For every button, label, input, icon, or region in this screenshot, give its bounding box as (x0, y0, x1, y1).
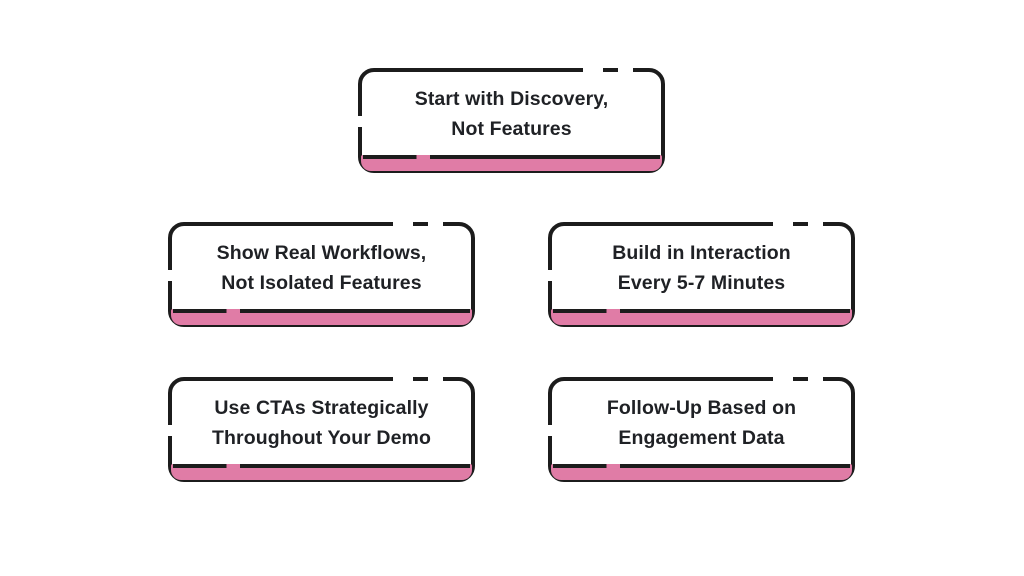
accent-bar (171, 309, 472, 325)
card-text-line: Start with Discovery, (414, 87, 609, 110)
card-text-line: Engagement Data (618, 426, 785, 449)
border-dash-gap (168, 270, 172, 281)
card-text-line: Throughout Your Demo (211, 426, 431, 449)
card-start-with-discovery: Start with Discovery, Not Features (358, 68, 665, 173)
card-text-line: Not Isolated Features (221, 271, 422, 294)
accent-bar-separator (363, 155, 660, 159)
border-dash-gap (807, 222, 823, 226)
border-dash-gap (393, 222, 413, 226)
card-text-line: Every 5-7 Minutes (617, 271, 786, 294)
border-dash-gap (548, 270, 552, 281)
accent-bar-separator (173, 464, 470, 468)
card-build-in-interaction: Build in Interaction Every 5-7 Minutes (548, 222, 855, 327)
border-dash-gap (617, 68, 633, 72)
accent-bar (171, 464, 472, 480)
border-dash-gap (548, 425, 552, 436)
accent-bar-separator (173, 309, 470, 313)
card-label: Build in Interaction Every 5-7 Minutes (556, 227, 847, 308)
card-text-line: Build in Interaction (612, 241, 791, 264)
border-dash-gap (168, 425, 172, 436)
card-show-real-workflows: Show Real Workflows, Not Isolated Featur… (168, 222, 475, 327)
accent-bar-separator (553, 464, 850, 468)
border-dash-gap (773, 222, 793, 226)
card-text-line: Use CTAs Strategically (214, 396, 429, 419)
border-dash-gap (427, 222, 443, 226)
border-dash-gap (358, 116, 362, 127)
card-label: Start with Discovery, Not Features (366, 73, 657, 154)
card-text-line: Follow-Up Based on (606, 396, 797, 419)
card-text-line: Not Features (451, 117, 572, 140)
border-dash-gap (773, 377, 793, 381)
border-dash-gap (393, 377, 413, 381)
card-label: Follow-Up Based on Engagement Data (556, 382, 847, 463)
accent-bar (361, 155, 662, 171)
accent-bar (551, 309, 852, 325)
card-label: Show Real Workflows, Not Isolated Featur… (176, 227, 467, 308)
card-label: Use CTAs Strategically Throughout Your D… (176, 382, 467, 463)
border-dash-gap (583, 68, 603, 72)
card-text-line: Show Real Workflows, (216, 241, 427, 264)
card-follow-up-engagement: Follow-Up Based on Engagement Data (548, 377, 855, 482)
card-use-ctas-strategically: Use CTAs Strategically Throughout Your D… (168, 377, 475, 482)
accent-bar (551, 464, 852, 480)
border-dash-gap (807, 377, 823, 381)
accent-bar-separator (553, 309, 850, 313)
border-dash-gap (427, 377, 443, 381)
